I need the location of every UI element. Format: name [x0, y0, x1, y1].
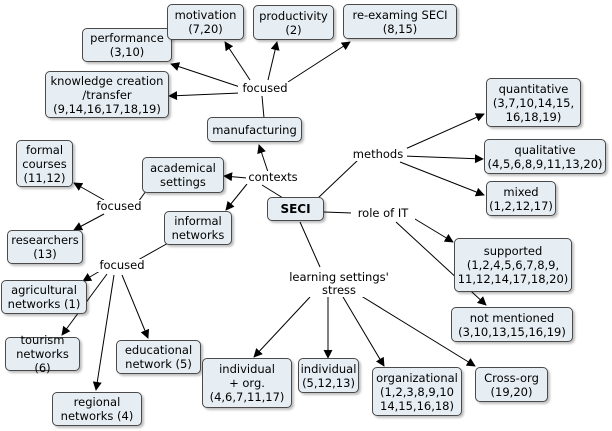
node-reexaming-seci[interactable]: re-examing SECI (8,15) — [343, 4, 457, 39]
node-quantitative[interactable]: quantitative (3,7,10,14,15, 16,18,19) — [486, 78, 581, 127]
node-informal-networks[interactable]: informal networks — [164, 211, 232, 245]
link-label-methods: methods — [349, 148, 407, 161]
node-organizational[interactable]: organizational (1,2,3,8,9,10 14,15,16,18… — [372, 367, 462, 416]
node-productivity[interactable]: productivity (2) — [253, 5, 334, 40]
node-individual-org[interactable]: individual + org. (4,6,7,11,17) — [202, 358, 292, 408]
node-cross-org[interactable]: Cross-org (19,20) — [475, 367, 548, 402]
link-label-learning-settings-stress: learning settings' stress — [285, 271, 393, 297]
root-node-seci[interactable]: SECI — [267, 197, 324, 221]
node-researchers[interactable]: researchers (13) — [7, 230, 83, 264]
node-mixed[interactable]: mixed (1,2,12,17) — [486, 181, 556, 216]
node-agricultural-networks[interactable]: agricultural networks (1) — [1, 280, 87, 314]
node-tourism-networks[interactable]: tourism networks (6) — [5, 333, 80, 375]
node-regional-networks[interactable]: regional networks (4) — [52, 392, 142, 426]
node-formal-courses[interactable]: formal courses (11,12) — [16, 140, 73, 187]
node-qualitative[interactable]: qualitative (4,5,6,8,9,11,13,20) — [484, 139, 606, 174]
node-performance[interactable]: performance (3,10) — [82, 28, 172, 62]
link-label-role-of-it: role of IT — [351, 207, 415, 220]
node-motivation[interactable]: motivation (7,20) — [167, 4, 244, 40]
node-knowledge-creation-transfer[interactable]: knowledge creation /transfer (9,14,16,17… — [45, 71, 169, 118]
node-educational-network[interactable]: educational network (5) — [116, 340, 201, 374]
link-label-contexts: contexts — [246, 171, 300, 184]
node-manufacturing[interactable]: manufacturing — [207, 117, 302, 142]
link-label-focused-manufacturing: focused — [238, 82, 292, 95]
node-supported[interactable]: supported (1,2,4,5,6,7,8,9, 11,12,14,17,… — [454, 238, 572, 292]
link-label-focused-academical: focused — [92, 200, 146, 213]
node-not-mentioned[interactable]: not mentioned (3,10,13,15,16,19) — [451, 307, 573, 342]
node-individual[interactable]: individual (5,12,13) — [298, 358, 359, 393]
link-label-focused-informal: focused — [95, 259, 149, 272]
node-academical-settings[interactable]: academical settings — [142, 157, 224, 193]
